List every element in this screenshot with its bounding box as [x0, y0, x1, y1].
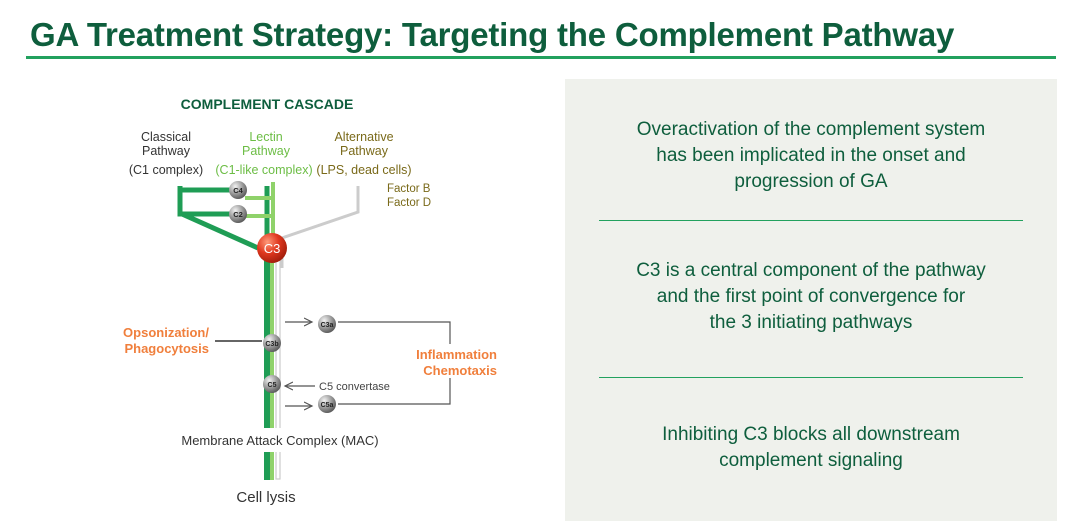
- complement-cascade-diagram: COMPLEMENT CASCADE Classical Pathway (C1…: [100, 88, 520, 518]
- c3b-node: C3b: [263, 334, 281, 352]
- svg-text:C4: C4: [233, 186, 243, 195]
- statement-inhibiting-c3: Inhibiting C3 blocks all downstream comp…: [662, 424, 960, 471]
- c5-convertase-arrow: C5 convertase: [285, 381, 390, 393]
- svg-text:C5 convertase: C5 convertase: [319, 381, 390, 393]
- svg-text:Chemotaxis: Chemotaxis: [423, 363, 497, 378]
- inflammation-label: Inflammation Chemotaxis: [406, 344, 498, 378]
- svg-text:Opsonization/: Opsonization/: [123, 325, 209, 340]
- key-points-panel: Overactivation of the complement system …: [565, 79, 1057, 521]
- svg-text:C3: C3: [264, 241, 281, 256]
- statement-overactivation: Overactivation of the complement system …: [636, 119, 986, 192]
- svg-text:C5a: C5a: [321, 402, 334, 409]
- svg-text:Factor D: Factor D: [387, 197, 431, 209]
- c2-node: C2: [229, 205, 247, 223]
- slide-title: GA Treatment Strategy: Targeting the Com…: [30, 16, 955, 53]
- c5a-node: C5a: [318, 395, 336, 413]
- svg-text:(LPS, dead cells): (LPS, dead cells): [316, 163, 411, 177]
- opsonization-label: Opsonization/ Phagocytosis: [123, 325, 209, 356]
- title-underline: [26, 56, 1056, 59]
- svg-text:Lectin: Lectin: [249, 130, 282, 144]
- factor-labels: Factor B Factor D: [387, 183, 431, 209]
- cell-lysis-label: Cell lysis: [236, 489, 295, 506]
- alternative-pathway-label: Alternative Pathway (LPS, dead cells): [316, 130, 411, 177]
- svg-text:Phagocytosis: Phagocytosis: [124, 341, 209, 356]
- lectin-pathway-label: Lectin Pathway (C1-like complex): [215, 130, 312, 177]
- cascade-heading: COMPLEMENT CASCADE: [181, 96, 354, 112]
- svg-text:C5: C5: [268, 382, 277, 389]
- svg-text:Factor B: Factor B: [387, 183, 431, 195]
- svg-text:Alternative: Alternative: [334, 130, 393, 144]
- mac-label: Membrane Attack Complex (MAC): [181, 433, 378, 448]
- panel-divider: [599, 377, 1023, 378]
- svg-text:(C1 complex): (C1 complex): [129, 163, 203, 177]
- c5-node: C5: [263, 375, 281, 393]
- alternative-pathway-lines: [280, 186, 360, 268]
- svg-text:C3a: C3a: [321, 322, 334, 329]
- c3a-node: C3a: [318, 315, 336, 333]
- cascade-svg: COMPLEMENT CASCADE Classical Pathway (C1…: [123, 96, 498, 506]
- svg-text:Pathway: Pathway: [340, 144, 389, 158]
- c4-node: C4: [229, 181, 247, 199]
- svg-text:Classical: Classical: [141, 130, 191, 144]
- svg-text:(C1-like complex): (C1-like complex): [215, 163, 312, 177]
- panel-divider: [599, 220, 1023, 221]
- classical-pathway-label: Classical Pathway (C1 complex): [129, 130, 203, 177]
- svg-text:C3b: C3b: [265, 341, 278, 348]
- svg-text:Pathway: Pathway: [142, 144, 191, 158]
- statement-c3-central: C3 is a central component of the pathway…: [636, 260, 986, 333]
- c3-node: C3: [257, 233, 287, 263]
- svg-text:C2: C2: [233, 210, 243, 219]
- svg-text:Pathway: Pathway: [242, 144, 291, 158]
- svg-text:Inflammation: Inflammation: [416, 347, 497, 362]
